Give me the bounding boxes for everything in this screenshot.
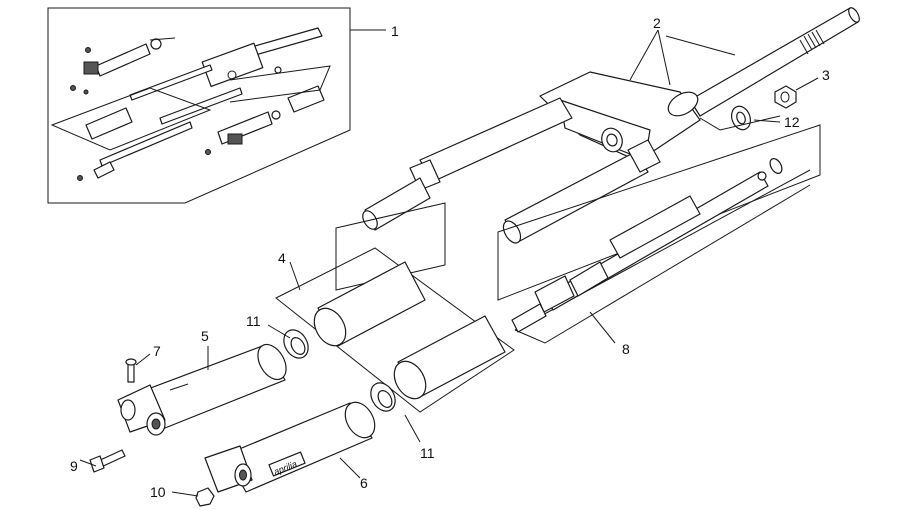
washer-part — [730, 105, 752, 131]
callout-labels: 1 2 3 12 4 11 5 7 8 11 6 9 10 — [70, 15, 830, 500]
callout-12: 12 — [784, 114, 800, 130]
callout-10: 10 — [150, 484, 166, 500]
callout-3: 3 — [822, 67, 830, 83]
oil-seal-lower — [370, 382, 396, 412]
callout-11-lower: 11 — [420, 445, 435, 461]
callout-4: 4 — [278, 250, 286, 266]
inset-steering-stem — [201, 27, 323, 88]
inset-guides — [50, 37, 331, 151]
left-fork-slider — [117, 343, 287, 436]
guide-lines — [275, 115, 821, 413]
oil-seal-upper — [283, 329, 309, 359]
dust-covers — [313, 261, 506, 400]
leader-lines — [79, 29, 819, 497]
nut-part — [774, 85, 797, 109]
right-fork-slider: aprilia — [204, 401, 376, 493]
steering-stem-and-crown — [362, 7, 860, 244]
callout-2: 2 — [653, 15, 661, 31]
damper-cartridge — [511, 158, 783, 333]
clamp-bolt — [125, 358, 137, 383]
callout-9: 9 — [70, 458, 78, 474]
inset-assembly-box — [47, 7, 351, 204]
cap-nut — [195, 487, 215, 507]
inset-fork-tubes — [85, 38, 325, 167]
callout-6: 6 — [360, 475, 368, 491]
callout-5: 5 — [201, 328, 209, 344]
callout-8: 8 — [622, 341, 630, 357]
callout-1: 1 — [391, 23, 399, 39]
callout-11-upper: 11 — [246, 313, 261, 329]
inset-hardware — [70, 47, 243, 181]
axle-bolt — [89, 449, 126, 473]
callout-7: 7 — [153, 343, 161, 359]
